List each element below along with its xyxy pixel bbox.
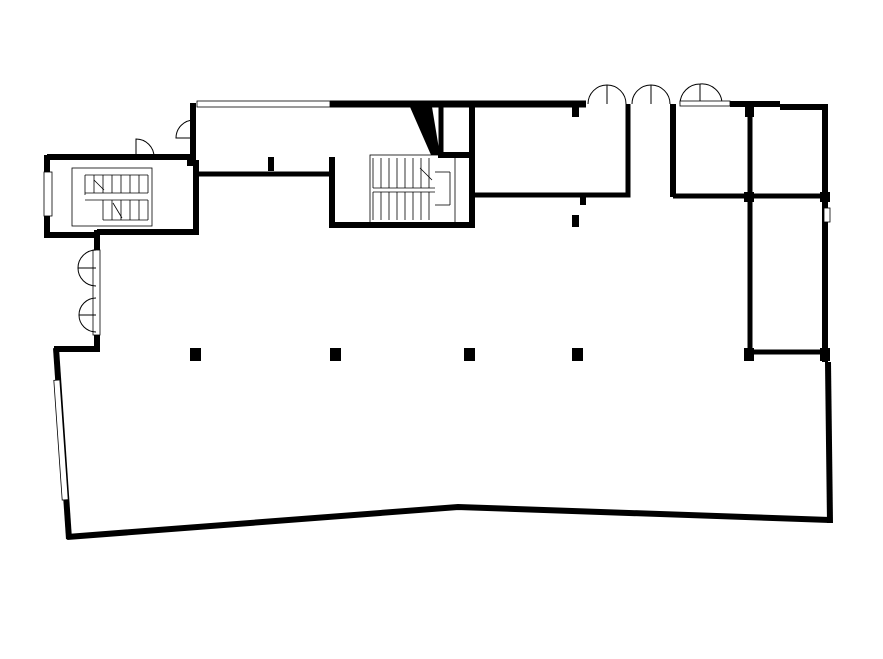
- stair-treads: [84, 174, 149, 221]
- south-wall: [66, 503, 831, 540]
- wall-stub: [572, 104, 579, 117]
- west-double-doors: [77, 249, 97, 333]
- column: [464, 348, 475, 361]
- columns: [190, 104, 830, 361]
- north-window: [196, 100, 331, 108]
- column: [572, 215, 579, 227]
- stair-outline: [369, 154, 456, 224]
- column: [820, 192, 830, 202]
- north-west-wing: [175, 100, 586, 177]
- door-arc: [77, 267, 97, 287]
- wall-stub: [268, 157, 274, 171]
- column: [190, 348, 201, 361]
- east-rooms: [670, 101, 831, 362]
- column: [330, 348, 341, 361]
- stair-core-west: [43, 138, 199, 238]
- east-wall-lower: [825, 361, 833, 524]
- door-arc: [77, 249, 97, 269]
- stair-treads: [372, 158, 451, 220]
- column: [572, 348, 583, 361]
- nc-room-wall: [475, 104, 631, 198]
- east-window: [823, 207, 831, 223]
- central-core-wall: [329, 152, 475, 228]
- central-angled-wall: [410, 107, 440, 155]
- north-central-room: [475, 104, 631, 227]
- door-arc: [78, 314, 97, 333]
- main-hall-walls: [53, 230, 833, 540]
- column: [820, 348, 830, 361]
- west-glazing: [92, 249, 101, 336]
- stair-outline: [71, 167, 153, 227]
- nw-door-arc: [175, 119, 195, 139]
- west-window-lower: [53, 379, 69, 501]
- wall-stub: [580, 195, 586, 205]
- door-arc: [78, 297, 97, 316]
- stair-window: [43, 171, 53, 217]
- column: [745, 104, 754, 117]
- north-entrance-doors: [587, 83, 731, 107]
- entrance-glazing: [679, 100, 731, 107]
- stair-door-arc: [135, 138, 155, 158]
- column: [744, 192, 754, 202]
- column: [744, 348, 754, 361]
- stair-core-central: [329, 104, 475, 228]
